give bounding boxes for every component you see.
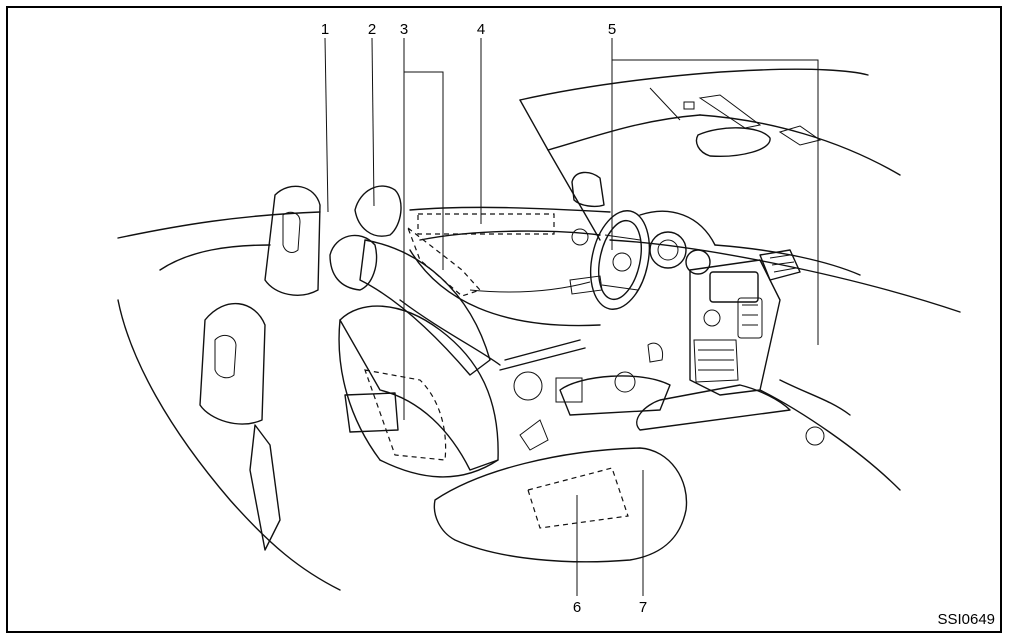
left-body-line (117, 211, 321, 239)
leader-2 (371, 37, 375, 207)
passenger-dash (759, 379, 901, 491)
callout-7: 7 (639, 599, 647, 616)
figure-frame (6, 6, 1002, 633)
curtain-airbag-outline (417, 213, 555, 235)
callout-1: 1 (321, 21, 329, 38)
occupant-sensor-dashes (527, 467, 629, 529)
rearview-mirror (695, 127, 771, 158)
door-panel (409, 206, 611, 327)
dash-vent (805, 426, 825, 446)
steering-wheel (590, 210, 650, 310)
leader-lines (324, 37, 819, 596)
windshield-frame (519, 68, 901, 241)
figure-code: SSI0649 (937, 611, 995, 628)
side-mirror (571, 171, 605, 208)
leader-3-bracket (404, 71, 444, 270)
callout-4: 4 (477, 21, 485, 38)
callout-3: 3 (400, 21, 408, 38)
callout-6: 6 (573, 599, 581, 616)
driver-seat-airbag-dashes (406, 226, 482, 297)
passenger-seat-airbag-dashes (364, 369, 447, 461)
driver-seat (354, 185, 501, 376)
dashboard (636, 244, 861, 431)
callout-5: 5 (608, 21, 616, 38)
leader-5-bracket (612, 59, 819, 345)
center-console (499, 339, 671, 416)
leader-1 (324, 37, 329, 213)
callout-2: 2 (368, 21, 376, 38)
passenger-seat (329, 234, 688, 563)
gauge-cluster (639, 210, 716, 275)
rear-roll-hoops (117, 185, 341, 591)
